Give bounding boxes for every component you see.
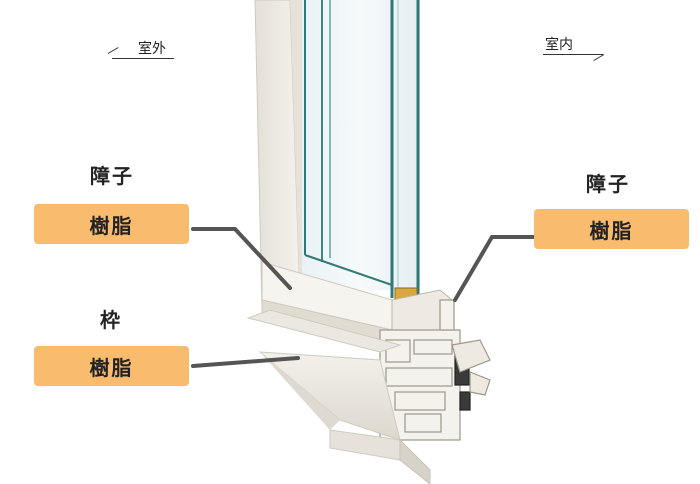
indoor-label: 室内 — [545, 34, 573, 54]
callout-frame-left-badge: 樹脂 — [34, 346, 189, 386]
callout-sash-left-heading: 障子 — [90, 160, 134, 189]
outdoor-label: 室外 — [138, 38, 166, 58]
callout-frame-left-material: 樹脂 — [90, 352, 134, 381]
callout-frame-left-heading: 枠 — [100, 304, 122, 333]
double-glazing — [302, 0, 420, 300]
callout-sash-right-material: 樹脂 — [590, 215, 634, 244]
callout-sash-right-badge: 樹脂 — [534, 209, 689, 249]
callout-sash-left-badge: 樹脂 — [34, 204, 189, 244]
indoor-underline — [543, 54, 603, 55]
outdoor-underline — [112, 58, 174, 59]
leader-line-sash-right — [455, 237, 534, 300]
callout-sash-left-material: 樹脂 — [90, 210, 134, 239]
callout-sash-right-heading: 障子 — [586, 168, 630, 197]
